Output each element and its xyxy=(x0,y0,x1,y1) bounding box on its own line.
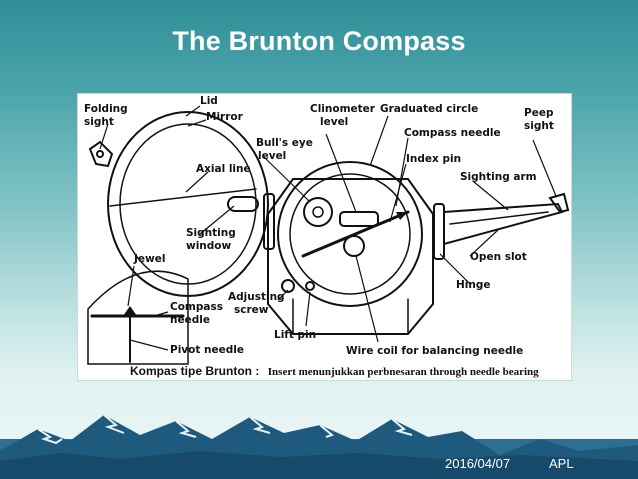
label-folding-sight: Folding sight xyxy=(84,103,131,128)
compass-needle xyxy=(301,210,410,258)
label-adjusting-screw: Adjusting screw xyxy=(228,291,288,316)
sighting-arm xyxy=(443,202,564,246)
wire-coil xyxy=(343,235,365,257)
label-compass-needle: Compass needle xyxy=(404,127,501,139)
footer-author: APL xyxy=(549,456,574,471)
label-open-slot: Open slot xyxy=(470,251,527,263)
label-sighting-arm: Sighting arm xyxy=(460,171,537,183)
label-inset-compass-needle: Compass needle xyxy=(170,301,227,326)
label-pivot-needle: Pivot needle xyxy=(170,344,244,356)
label-wire-coil: Wire coil for balancing needle xyxy=(346,345,523,357)
folding-sight-hole xyxy=(96,150,104,158)
label-graduated-circle: Graduated circle xyxy=(380,103,478,115)
caption-rest: Insert menunjukkan perbnesaran through n… xyxy=(268,366,539,378)
brunton-compass-diagram: Folding sight Lid Mirror Axial line Sigh… xyxy=(77,93,572,381)
label-sighting-window: Sighting window xyxy=(186,227,239,252)
label-jewel: Jewel xyxy=(133,253,165,265)
diagram-caption: Kompas tipe Brunton : Insert menunjukkan… xyxy=(130,362,539,379)
graduated-circle xyxy=(277,161,423,307)
lift-pin xyxy=(305,281,315,291)
footer-date: 2016/04/07 xyxy=(445,456,511,471)
axial-line xyxy=(109,188,257,207)
open-slot xyxy=(449,211,549,225)
inset-jewel xyxy=(123,306,137,316)
hinge-right xyxy=(433,203,445,260)
folding-sight xyxy=(88,140,114,168)
label-clinometer-level: Clinometer level xyxy=(310,103,379,128)
label-bulls-eye-level: Bull's eye level xyxy=(256,137,317,162)
inset-frame xyxy=(87,270,189,365)
label-peep-sight: Peep sight xyxy=(524,107,557,132)
clinometer-level xyxy=(339,211,379,227)
mountain-range-decoration xyxy=(0,414,638,479)
label-axial-line: Axial line xyxy=(196,163,251,175)
bulls-eye-level xyxy=(303,197,333,227)
label-index-pin: Index pin xyxy=(406,153,461,165)
slide-title: The Brunton Compass xyxy=(172,26,466,56)
diagram-drawing: Folding sight Lid Mirror Axial line Sigh… xyxy=(84,95,570,379)
label-lid: Lid xyxy=(200,95,218,107)
sighting-window xyxy=(227,196,259,212)
label-hinge: Hinge xyxy=(456,279,491,291)
label-lift-pin: Lift pin xyxy=(274,329,316,341)
adjusting-screw xyxy=(281,279,295,293)
label-mirror: Mirror xyxy=(206,111,244,123)
caption-bold: Kompas tipe Brunton : xyxy=(130,364,259,378)
peep-sight xyxy=(548,192,570,214)
